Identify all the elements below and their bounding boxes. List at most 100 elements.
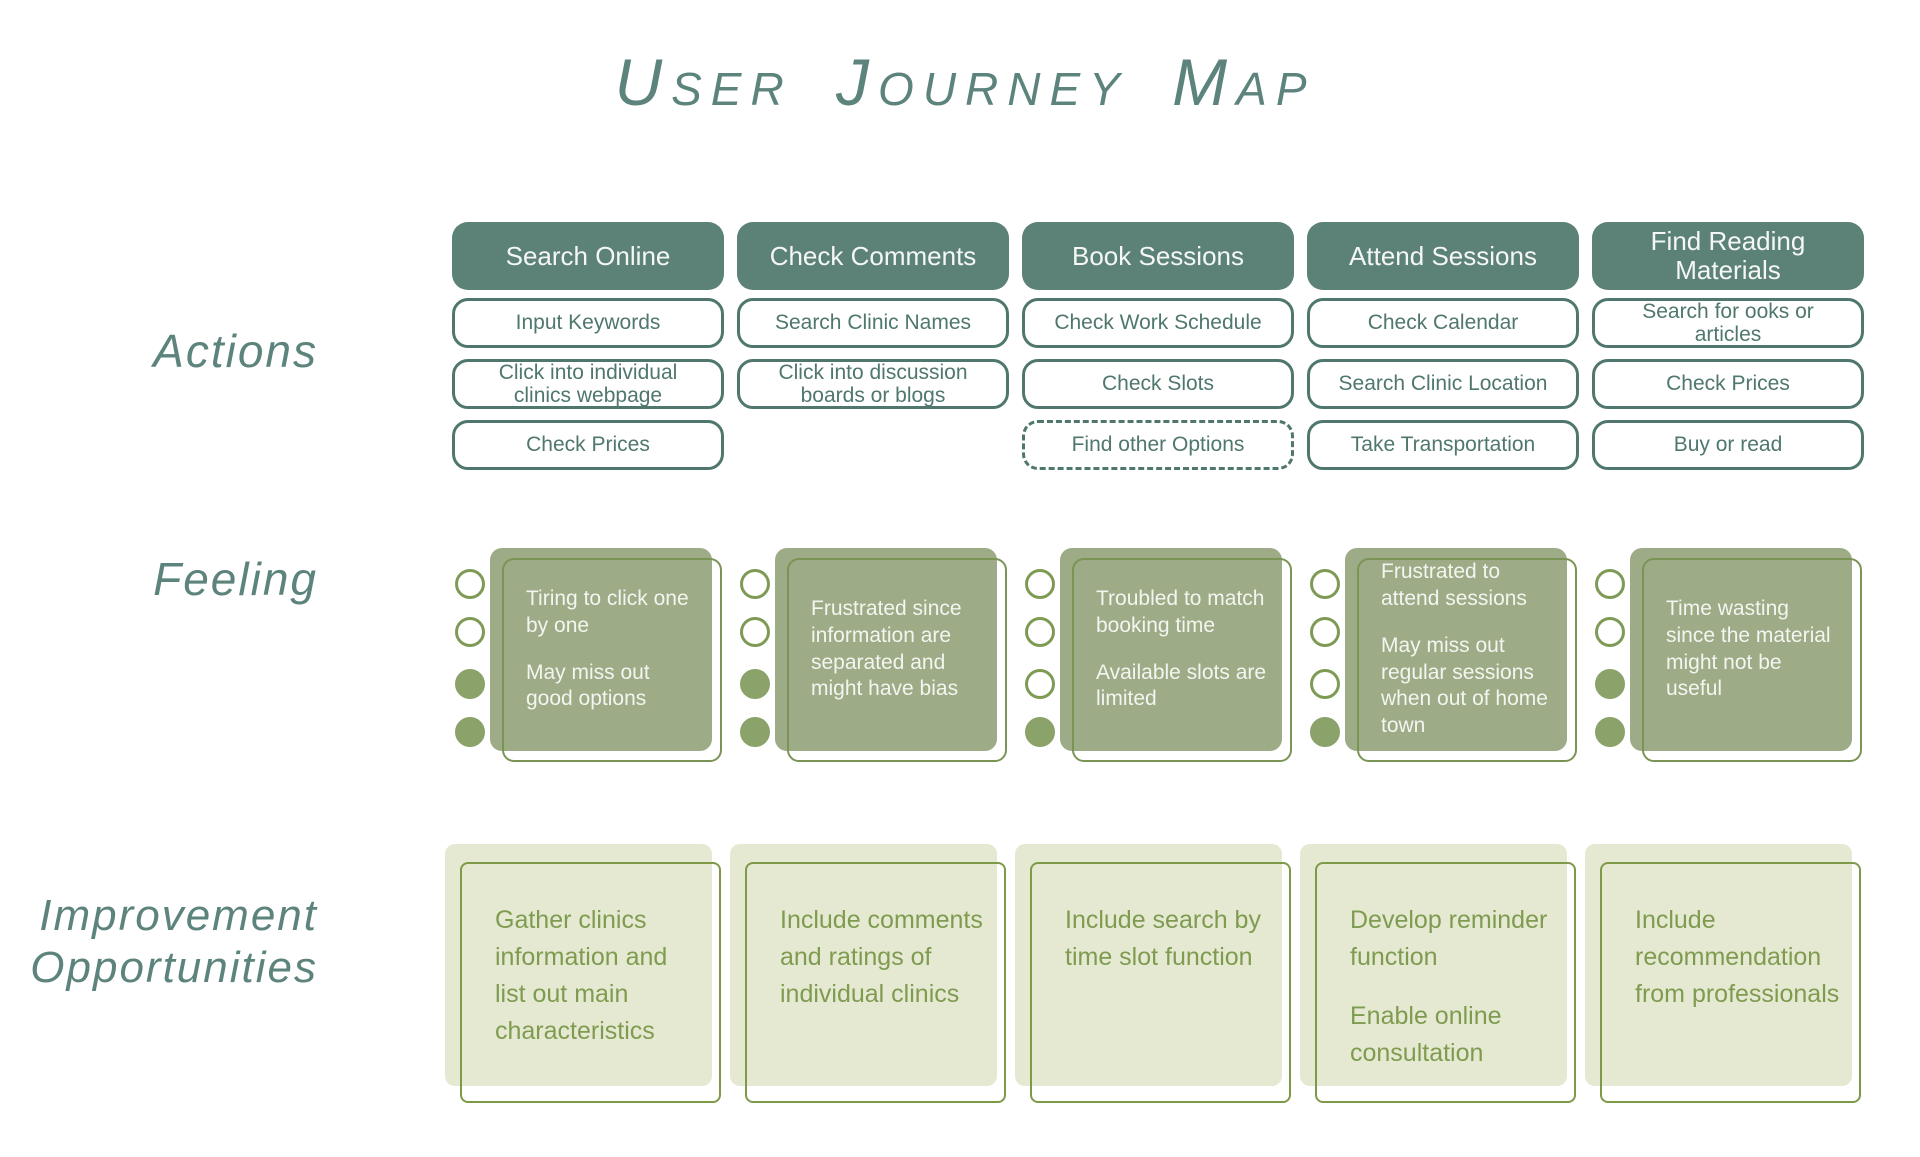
improvement-text: Include search by time slot function [1065, 902, 1273, 976]
column-check-comments: Check Comments Search Clinic Names Click… [737, 222, 1009, 409]
feeling-card-search-online: Tiring to click one by one May miss out … [452, 548, 732, 768]
feeling-card-book-sessions: Troubled to match booking time Available… [1022, 548, 1302, 768]
stage-header: Search Online [452, 222, 724, 290]
column-book-sessions: Book Sessions Check Work Schedule Check … [1022, 222, 1294, 470]
feeling-text: Frustrated to attend sessions May miss o… [1345, 548, 1567, 751]
feeling-card-outline [1357, 558, 1577, 762]
rating-dot [455, 669, 485, 699]
action-pill: Check Slots [1022, 359, 1294, 409]
stage-header: Check Comments [737, 222, 1009, 290]
feeling-card-background [1060, 548, 1282, 751]
improvement-card-background [1585, 844, 1852, 1086]
improvement-text: Gather clinics information and list out … [495, 902, 703, 1050]
feeling-text: Frustrated since information are separat… [775, 548, 997, 751]
rating-dot [1310, 569, 1340, 599]
improvement-card-attend-sessions: Develop reminder function Enable online … [1300, 844, 1585, 1114]
actions-list: Check Work Schedule Check Slots Find oth… [1022, 298, 1294, 470]
feeling-paragraph: Frustrated since information are separat… [811, 596, 962, 701]
feeling-rating-scale [455, 548, 487, 751]
feeling-text: Tiring to click one by one May miss out … [490, 548, 712, 751]
feeling-paragraph: Time wasting since the material might no… [1666, 596, 1831, 701]
action-pill: Check Prices [452, 420, 724, 470]
action-pill: Click into individual clinics webpage [452, 359, 724, 409]
feeling-text: Time wasting since the material might no… [1630, 548, 1852, 751]
rating-dot [1310, 717, 1340, 747]
actions-list: Check Calendar Search Clinic Location Ta… [1307, 298, 1579, 470]
rating-dot [1310, 669, 1340, 699]
rating-dot [1025, 717, 1055, 747]
feeling-card-find-reading-materials: Time wasting since the material might no… [1592, 548, 1872, 768]
improvement-card-outline [1600, 862, 1861, 1103]
feeling-card-background [775, 548, 997, 751]
improvement-card-outline [1030, 862, 1291, 1103]
row-label-improvement-opportunities: Improvement Opportunities [30, 891, 318, 992]
rating-dot [1595, 717, 1625, 747]
stage-header: Book Sessions [1022, 222, 1294, 290]
improvement-text: Develop reminder function Enable online … [1350, 902, 1558, 1072]
improvement-card-book-sessions: Include search by time slot function [1015, 844, 1300, 1114]
feeling-card-outline [787, 558, 1007, 762]
feeling-paragraph: Tiring to click one by one [526, 586, 689, 637]
improvement-text: Include recommendation from professional… [1635, 902, 1843, 1013]
rating-dot [455, 717, 485, 747]
feeling-card-outline [502, 558, 722, 762]
rating-dot [1025, 617, 1055, 647]
stage-header: Find Reading Materials [1592, 222, 1864, 290]
feeling-paragraph: May miss out regular sessions when out o… [1381, 633, 1548, 738]
rating-dot [740, 717, 770, 747]
rating-dot [455, 617, 485, 647]
column-attend-sessions: Attend Sessions Check Calendar Search Cl… [1307, 222, 1579, 470]
improvement-card-outline [460, 862, 721, 1103]
action-pill: Check Prices [1592, 359, 1864, 409]
rating-dot [1025, 669, 1055, 699]
improvement-card-background [1015, 844, 1282, 1086]
action-pill: Check Calendar [1307, 298, 1579, 348]
feeling-rating-scale [740, 548, 772, 751]
action-pill: Search for ooks or articles [1592, 298, 1864, 348]
feeling-card-background [490, 548, 712, 751]
rating-dot [1595, 569, 1625, 599]
action-pill: Buy or read [1592, 420, 1864, 470]
page-title: User Journey Map [614, 45, 1316, 119]
column-search-online: Search Online Input Keywords Click into … [452, 222, 724, 470]
improvement-paragraph: Include comments and ratings of individu… [780, 906, 983, 1008]
rating-dot [1310, 617, 1340, 647]
improvement-paragraph: Develop reminder function [1350, 906, 1548, 971]
action-pill: Search Clinic Location [1307, 359, 1579, 409]
improvement-card-find-reading-materials: Include recommendation from professional… [1585, 844, 1870, 1114]
improvement-card-background [1300, 844, 1567, 1086]
improvement-text: Include comments and ratings of individu… [780, 902, 988, 1013]
feeling-paragraph: Troubled to match booking time [1096, 586, 1265, 637]
action-pill: Input Keywords [452, 298, 724, 348]
stage-header: Attend Sessions [1307, 222, 1579, 290]
feeling-card-background [1345, 548, 1567, 751]
actions-list: Search Clinic Names Click into discussio… [737, 298, 1009, 409]
improvement-paragraph: Include search by time slot function [1065, 906, 1261, 971]
action-pill: Take Transportation [1307, 420, 1579, 470]
action-pill: Click into discussion boards or blogs [737, 359, 1009, 409]
improvement-card-search-online: Gather clinics information and list out … [445, 844, 730, 1114]
rating-dot [740, 569, 770, 599]
feeling-paragraph: Available slots are limited [1096, 660, 1267, 711]
rating-dot [1595, 669, 1625, 699]
actions-list: Search for ooks or articles Check Prices… [1592, 298, 1864, 470]
feeling-rating-scale [1595, 548, 1627, 751]
rating-dot [740, 669, 770, 699]
feeling-paragraph: Frustrated to attend sessions [1381, 559, 1527, 610]
feeling-rating-scale [1025, 548, 1057, 751]
column-find-reading-materials: Find Reading Materials Search for ooks o… [1592, 222, 1864, 470]
improvement-card-check-comments: Include comments and ratings of individu… [730, 844, 1015, 1114]
feeling-card-outline [1072, 558, 1292, 762]
rating-dot [1595, 617, 1625, 647]
rating-dot [1025, 569, 1055, 599]
feeling-card-attend-sessions: Frustrated to attend sessions May miss o… [1307, 548, 1587, 768]
feeling-rating-scale [1310, 548, 1342, 751]
improvement-card-outline [1315, 862, 1576, 1103]
action-pill: Check Work Schedule [1022, 298, 1294, 348]
improvement-paragraph: Gather clinics information and list out … [495, 906, 668, 1045]
feeling-card-check-comments: Frustrated since information are separat… [737, 548, 1017, 768]
rating-dot [455, 569, 485, 599]
feeling-paragraph: May miss out good options [526, 660, 650, 711]
rating-dot [740, 617, 770, 647]
